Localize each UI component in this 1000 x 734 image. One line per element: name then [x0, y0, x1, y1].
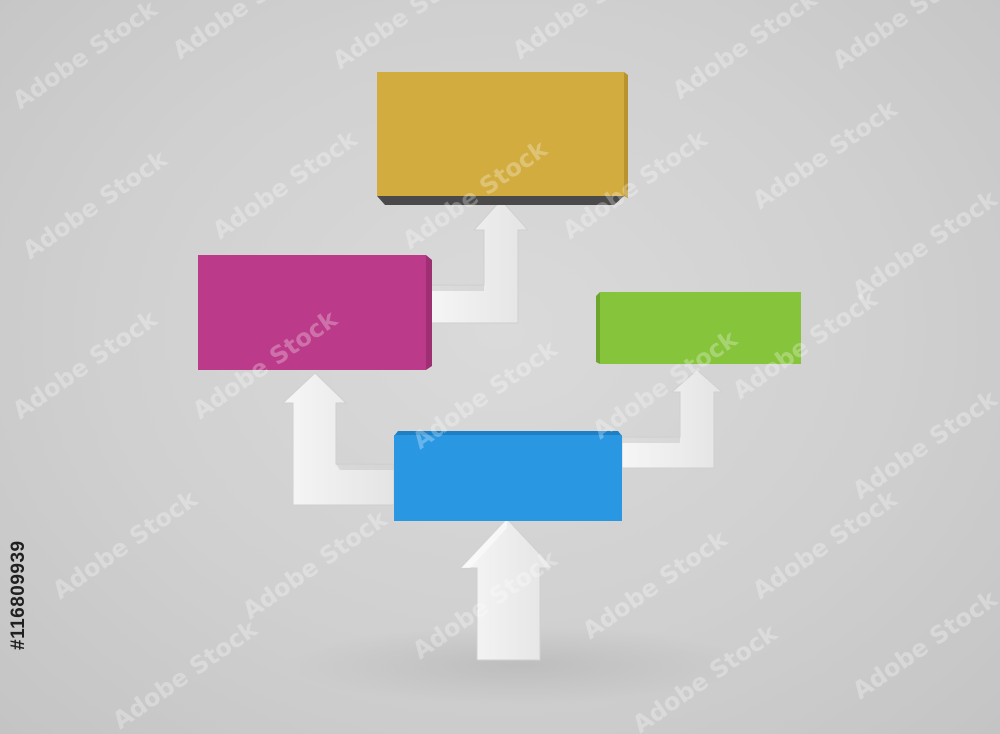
watermark-text: Adobe Stock: [17, 144, 173, 265]
watermark-text: Adobe Stock: [107, 614, 263, 734]
watermark-text: Adobe Stock: [7, 304, 163, 425]
watermark-text: Adobe Stock: [207, 124, 363, 245]
box-yellow: [377, 72, 628, 205]
watermark-text: Adobe Stock: [827, 0, 983, 75]
box-green: [596, 292, 801, 364]
watermark-text: Adobe Stock: [667, 0, 823, 105]
arrow-magenta-to-yellow: [426, 199, 530, 324]
watermark-text: Adobe Stock: [327, 0, 483, 75]
arrow-blue-to-magenta: [281, 372, 395, 506]
arrow-bottom-to-blue: [459, 518, 555, 661]
stock-id-label: #116809939: [8, 540, 29, 650]
box-blue: [394, 431, 622, 521]
watermark-text: Adobe Stock: [237, 504, 393, 625]
watermark-text: Adobe Stock: [507, 0, 663, 65]
watermark-text: Adobe Stock: [577, 524, 733, 645]
watermark-text: Adobe Stock: [847, 184, 1000, 305]
watermark-text: Adobe Stock: [847, 584, 1000, 705]
watermark-text: Adobe Stock: [747, 484, 903, 605]
watermark-text: Adobe Stock: [47, 484, 203, 605]
watermark-text: Adobe Stock: [847, 384, 1000, 505]
floor-shadow: [290, 625, 750, 705]
arrow-blue-to-green: [621, 369, 724, 469]
watermark-text: Adobe Stock: [167, 0, 323, 65]
watermark-text: Adobe Stock: [747, 94, 903, 215]
watermark-text: Adobe Stock: [7, 0, 163, 115]
box-magenta: [198, 255, 432, 370]
